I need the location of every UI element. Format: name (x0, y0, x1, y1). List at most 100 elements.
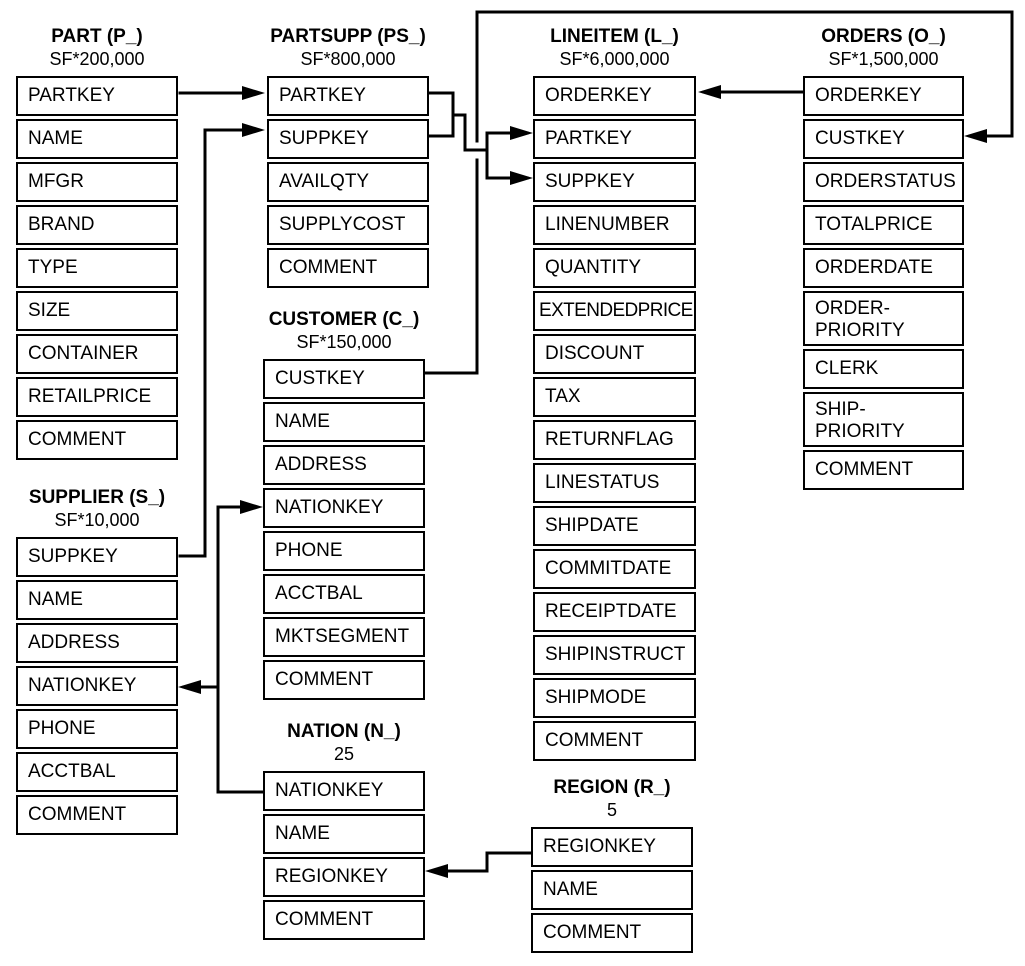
field-label-line: PRIORITY (815, 421, 905, 442)
field-suppkey: SUPPKEY (533, 162, 696, 202)
table-header-orders: ORDERS (O_)SF*1,500,000 (773, 26, 994, 76)
table-title: LINEITEM (L_) (550, 26, 679, 47)
field-brand: BRAND (16, 205, 178, 245)
table-cardinality: SF*10,000 (54, 510, 140, 530)
fk-line (178, 128, 260, 558)
fk-nation-to-customer (216, 500, 265, 794)
fk-partsupp-to-lineitem (427, 91, 533, 185)
arrowhead-icon (178, 680, 201, 694)
field-comment: COMMENT (533, 721, 696, 761)
field-quantity: QUANTITY (533, 248, 696, 288)
field-extendedprice: EXTENDEDPRICE (533, 291, 696, 331)
field-partkey: PARTKEY (16, 76, 178, 116)
field-regionkey: REGIONKEY (263, 857, 425, 897)
field-nationkey: NATIONKEY (16, 666, 178, 706)
field-comment: COMMENT (531, 913, 693, 953)
fk-customer-to-orders (423, 10, 1014, 375)
table-header-partsupp: PARTSUPP (PS_)SF*800,000 (237, 26, 459, 76)
field-supplycost: SUPPLYCOST (267, 205, 429, 245)
field-suppkey: SUPPKEY (16, 537, 178, 577)
table-cardinality: SF*200,000 (49, 49, 145, 69)
fk-line (429, 851, 533, 873)
field-orderstatus: ORDERSTATUS (803, 162, 964, 202)
field-returnflag: RETURNFLAG (533, 420, 696, 460)
arrowhead-icon (425, 864, 448, 878)
field-retailprice: RETAILPRICE (16, 377, 178, 417)
field-mfgr: MFGR (16, 162, 178, 202)
field-orderdate: ORDERDATE (803, 248, 964, 288)
fk-orders-to-lineitem (698, 85, 805, 99)
field-clerk: CLERK (803, 349, 964, 389)
fk-line (423, 158, 479, 375)
arrowhead-icon (240, 500, 263, 514)
field-linenumber: LINENUMBER (533, 205, 696, 245)
field-shipdate: SHIPDATE (533, 506, 696, 546)
field-phone: PHONE (16, 709, 178, 749)
table-cardinality: SF*6,000,000 (559, 49, 670, 69)
table-cardinality: SF*1,500,000 (828, 49, 939, 69)
field-name: NAME (16, 119, 178, 159)
table-cardinality: 25 (333, 744, 355, 764)
field-comment: COMMENT (267, 248, 429, 288)
field-acctbal: ACCTBAL (263, 574, 425, 614)
field-availqty: AVAILQTY (267, 162, 429, 202)
fk-line (451, 113, 489, 152)
field-partkey: PARTKEY (267, 76, 429, 116)
field-comment: COMMENT (16, 420, 178, 460)
field-type: TYPE (16, 248, 178, 288)
table-header-customer: CUSTOMER (C_)SF*150,000 (233, 309, 455, 359)
field-name: NAME (16, 580, 178, 620)
field-discount: DISCOUNT (533, 334, 696, 374)
fk-line (475, 10, 1014, 143)
table-title: PART (P_) (51, 26, 143, 47)
field-nationkey: NATIONKEY (263, 771, 425, 811)
field-totalprice: TOTALPRICE (803, 205, 964, 245)
field-ship-priority: SHIP-PRIORITY (803, 392, 964, 447)
table-cardinality: SF*150,000 (296, 332, 392, 352)
table-header-region: REGION (R_)5 (501, 777, 723, 827)
field-acctbal: ACCTBAL (16, 752, 178, 792)
table-cardinality: SF*800,000 (300, 49, 396, 69)
arrowhead-icon (242, 86, 265, 100)
arrowhead-icon (510, 171, 533, 185)
field-linestatus: LINESTATUS (533, 463, 696, 503)
field-phone: PHONE (263, 531, 425, 571)
field-comment: COMMENT (263, 660, 425, 700)
field-commitdate: COMMITDATE (533, 549, 696, 589)
fk-supplier-to-partsupp (178, 123, 265, 558)
field-suppkey: SUPPKEY (267, 119, 429, 159)
table-title: ORDERS (O_) (821, 26, 946, 47)
field-size: SIZE (16, 291, 178, 331)
arrowhead-icon (698, 85, 721, 99)
field-name: NAME (263, 814, 425, 854)
field-label-line: ORDER- (815, 298, 890, 319)
field-address: ADDRESS (263, 445, 425, 485)
field-custkey: CUSTKEY (263, 359, 425, 399)
table-title: REGION (R_) (553, 777, 671, 798)
arrowhead-icon (964, 129, 987, 143)
fk-line (427, 91, 455, 138)
table-title: PARTSUPP (PS_) (270, 26, 426, 47)
arrowhead-icon (242, 123, 265, 137)
field-comment: COMMENT (803, 450, 964, 490)
field-custkey: CUSTKEY (803, 119, 964, 159)
arrowhead-icon (510, 126, 533, 140)
table-header-nation: NATION (N_)25 (233, 721, 455, 771)
field-shipinstruct: SHIPINSTRUCT (533, 635, 696, 675)
table-title: NATION (N_) (287, 721, 401, 742)
field-comment: COMMENT (263, 900, 425, 940)
field-orderkey: ORDERKEY (533, 76, 696, 116)
